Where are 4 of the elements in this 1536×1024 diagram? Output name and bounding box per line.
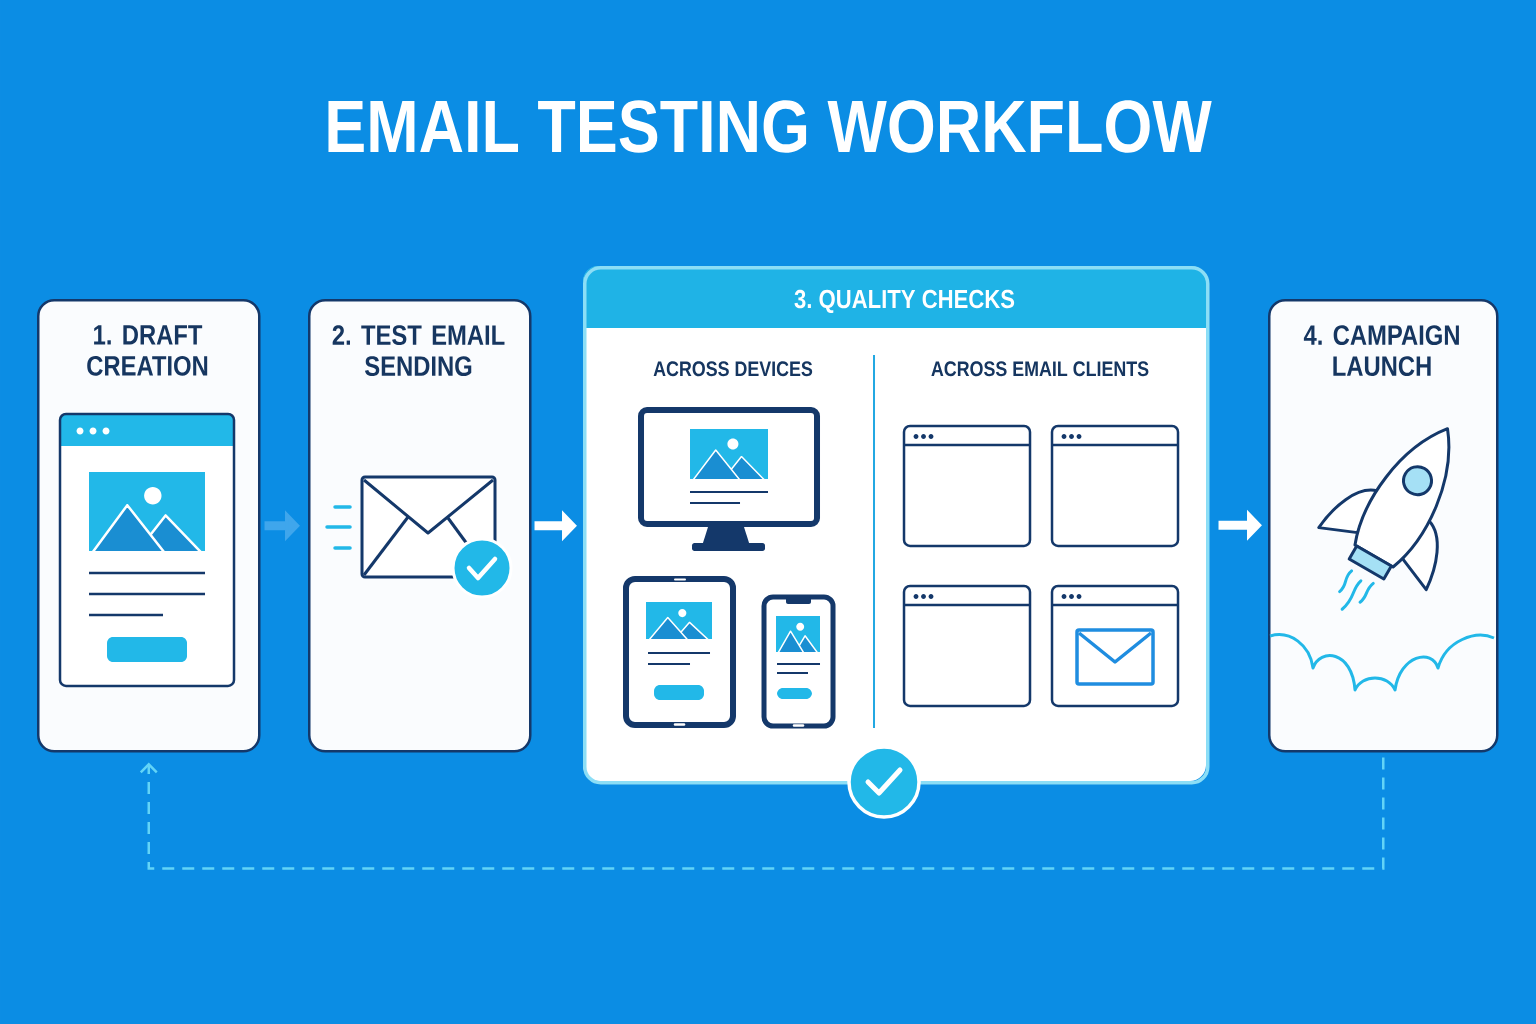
title: EMAIL TESTING WORKFLOW <box>328 100 1212 153</box>
column-heading: ACROSS EMAIL CLIENTS <box>931 361 1149 377</box>
column-heading: ACROSS DEVICES <box>653 361 813 377</box>
arrow <box>139 757 1385 870</box>
